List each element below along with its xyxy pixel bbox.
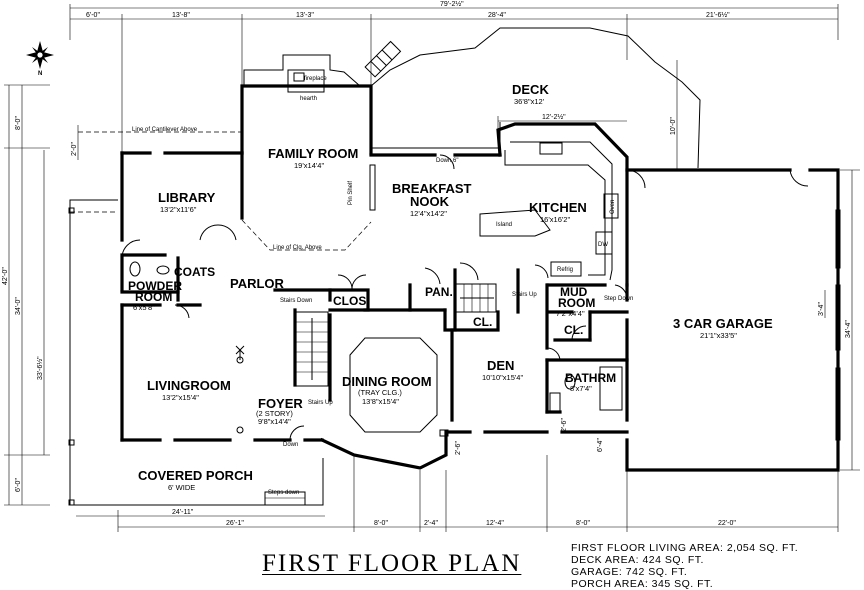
dim-top-4: 28'-4" (488, 12, 506, 19)
down-note: Down (283, 442, 298, 448)
dining-room-label: DINING ROOM (342, 374, 432, 389)
dim-left-small: 2'-0" (71, 142, 78, 156)
closet-a-label: CL. (473, 315, 492, 329)
library-size: 13'2"x11'6" (160, 205, 197, 214)
den-label: DEN (487, 358, 514, 373)
nook-label: NOOK (410, 194, 450, 209)
mud-label: MUD (560, 285, 588, 299)
porch-label: COVERED PORCH (138, 468, 253, 483)
dining-size: 13'8"x15'4" (362, 397, 399, 406)
area-porch: PORCH AREA: 345 SQ. FT. (571, 578, 714, 590)
area-garage: GARAGE: 742 SQ. FT. (571, 566, 688, 578)
dim-bay-small-2: 2'-6" (561, 418, 568, 432)
ceiling-line-note: Line of Clg. Above (273, 245, 322, 251)
foyer-size: 9'8"x14'4" (258, 417, 291, 426)
closet-b-label: CL. (564, 323, 583, 337)
foyer-label: FOYER (258, 396, 303, 411)
refrig-note: Refrig (557, 267, 573, 273)
dim-top-1: 6'-0" (86, 12, 100, 19)
dimension-labels: 79'-2½" 6'-0" 13'-8" 13'-3" 28'-4" 21'-6… (2, 0, 852, 527)
dim-left-inner: 33'-6½" (36, 356, 44, 380)
powder-label: POWDER (128, 279, 182, 293)
dim-bottom-3: 2'-4" (424, 520, 438, 527)
living-room-label: LIVINGROOM (147, 378, 231, 393)
bathroom-label: BATHRM (565, 371, 616, 385)
mud-room-label: ROOM (558, 296, 595, 310)
dim-bottom-1: 26'-1" (226, 520, 244, 527)
mudroom-step-note: Step Down (604, 296, 633, 302)
island-note: Island (496, 222, 512, 228)
pantry-label: PAN. (425, 285, 453, 299)
powder-room-label: ROOM (135, 290, 172, 304)
stairs-down-note: Stairs Down (280, 298, 312, 304)
dim-deck-right: 10'-0" (670, 117, 677, 135)
deck-down-note: Down 6" (436, 158, 458, 164)
kitchen-size: 16'x16'2" (540, 215, 570, 224)
north-label: N (38, 71, 42, 77)
exterior-walls (120, 84, 840, 472)
dim-left-6: 6'-0" (15, 478, 22, 492)
dim-left-34: 34'-0" (15, 297, 22, 315)
deck-size: 36'8"x12' (514, 97, 545, 106)
dim-bottom-4: 12'-4" (486, 520, 504, 527)
area-deck: DECK AREA: 424 SQ. FT. (571, 554, 704, 566)
dim-den-small: 6'-4" (597, 438, 604, 452)
den-size: 10'10"x15'4" (482, 373, 523, 382)
kitchen-label: KITCHEN (529, 200, 587, 215)
dim-bottom-5: 8'-0" (576, 520, 590, 527)
hearth-note: hearth (300, 96, 317, 102)
dim-bottom-6: 22'-0" (718, 520, 736, 527)
dim-porch-length: 24'-11" (172, 509, 194, 516)
dim-top-2: 13'-8" (172, 12, 190, 19)
clos-label: CLOS (333, 294, 366, 308)
dim-top-5: 21'-6½" (706, 11, 730, 19)
fireplace-note: fireplace (304, 76, 327, 82)
dining-sub: (TRAY CLG.) (358, 388, 402, 397)
powder-size: 6'x5'8" (133, 303, 155, 312)
porch-size: 6' WIDE (168, 483, 195, 492)
family-room-size: 19'x14'4" (294, 161, 324, 170)
door-swings (121, 154, 809, 441)
dim-top-overall: 79'-2½" (440, 0, 464, 8)
library-label: LIBRARY (158, 190, 216, 205)
pin-shelf-note: Pin Shelf (348, 181, 354, 205)
dim-right-34: 34'-4" (845, 320, 852, 338)
room-labels: FAMILY ROOM 19'x14'4" LIBRARY 13'2"x11'6… (128, 82, 773, 492)
dim-bay-small: 2'-6" (455, 441, 462, 455)
garage-label: 3 CAR GARAGE (673, 316, 773, 331)
dw-note: DW (598, 242, 608, 248)
deck-label: DECK (512, 82, 549, 97)
nook-size: 12'4"x14'2" (410, 209, 447, 218)
foyer-stairs-note: Stairs Up (308, 400, 333, 406)
plan-notes: fireplace hearth Line of Cantilever Abov… (132, 76, 633, 496)
interior-walls (120, 151, 629, 422)
dim-left-8: 8'-0" (15, 116, 22, 130)
fixtures (78, 69, 841, 441)
dim-left-overall: 42'-0" (2, 267, 9, 285)
area-summary: FIRST FLOOR LIVING AREA: 2,054 SQ. FT. D… (571, 542, 798, 590)
porch-outline (68, 199, 324, 506)
dim-top-3: 13'-3" (296, 12, 314, 19)
oven-note: Oven (610, 200, 616, 214)
foyer-sub: (2 STORY) (256, 409, 293, 418)
mud-room-size: 7'2"x4'4" (556, 309, 585, 318)
breakfast-label: BREAKFAST (392, 181, 472, 196)
porch-steps-note: Steps down (268, 490, 299, 496)
plan-title: FIRST FLOOR PLAN (262, 550, 522, 577)
garage-size: 21'1"x33'5" (700, 331, 737, 340)
parlor-label: PARLOR (230, 276, 285, 291)
family-room-label: FAMILY ROOM (268, 146, 358, 161)
coats-label: COATS (174, 265, 215, 279)
area-living: FIRST FLOOR LIVING AREA: 2,054 SQ. FT. (571, 542, 799, 554)
stairs-up-note: Stairs Up (512, 292, 537, 298)
north-arrow-icon: N (26, 41, 54, 77)
dim-right-small: 3'-4" (818, 302, 825, 316)
dim-deck-inner: 12'-2½" (542, 113, 566, 121)
cantilever-note: Line of Cantilever Above (132, 127, 198, 133)
bathroom-size: 8'x7'4" (570, 384, 592, 393)
dim-bottom-2: 8'-0" (374, 520, 388, 527)
dimension-lines (4, 4, 860, 532)
living-room-size: 13'2"x15'4" (162, 393, 199, 402)
